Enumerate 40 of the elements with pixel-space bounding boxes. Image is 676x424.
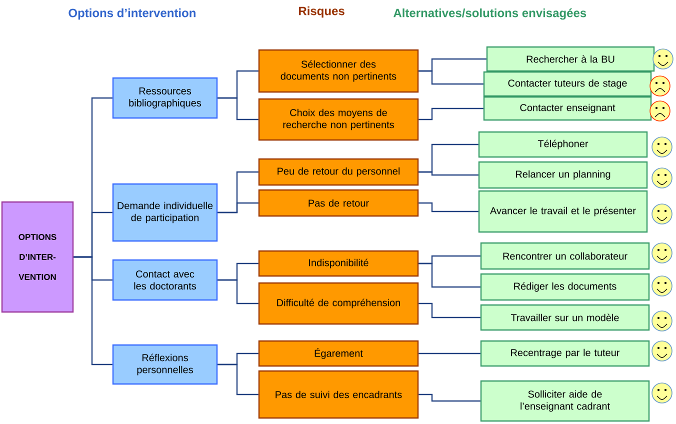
- risk-box: Difficulté de compréhension: [258, 282, 419, 325]
- connector-line: [218, 202, 258, 214]
- risk-box: Peu de retour du personnel: [258, 158, 419, 186]
- option-box: Demande individuelle de participation: [112, 183, 218, 242]
- risk-box: Égarement: [258, 340, 419, 367]
- solution-box: Téléphoner: [478, 131, 648, 158]
- column-heading: Options d’intervention: [68, 8, 196, 20]
- option-box: Réflexions personnelles: [112, 344, 218, 385]
- solution-box: Relancer un planning: [478, 161, 648, 189]
- connector-line: [218, 364, 258, 396]
- solution-box: Rédiger les documents: [480, 273, 650, 301]
- connector-line: [418, 352, 480, 354]
- risk-box: Pas de suivi des encadrants: [258, 370, 419, 419]
- solution-box: Rencontrer un collaborateur: [480, 242, 650, 270]
- connector-line: [418, 262, 480, 288]
- connector-line: [418, 70, 484, 85]
- root-box: OPTIONS D’INTER- VENTION: [1, 201, 74, 313]
- risk-box: Indisponibilité: [258, 250, 419, 277]
- connector-line: [418, 302, 480, 318]
- solution-box: Recentrage par le tuteur: [480, 340, 650, 367]
- risk-box: Choix des moyens de recherche non pertinents: [258, 98, 419, 141]
- solution-box: Rechercher à la BU: [486, 46, 655, 72]
- solution-box: Travailler sur un modèle: [480, 304, 650, 331]
- solution-box: Solliciter aide de l’enseignant cadrant: [480, 380, 650, 422]
- connector-line: [418, 171, 478, 176]
- option-box: Contact avec les doctorants: [112, 259, 218, 301]
- solution-box: Contacter tuteurs de stage: [483, 71, 652, 97]
- solution-box: Contacter enseignant: [483, 96, 652, 121]
- connector-line: [74, 256, 112, 366]
- solution-box: Avancer le travail et le présenter: [478, 190, 648, 233]
- column-heading: Risques: [299, 6, 344, 18]
- connector-line: [418, 394, 480, 402]
- option-box: Ressources bibliographiques: [112, 77, 218, 119]
- connector-line: [418, 202, 478, 212]
- column-heading: Alternatives/solutions envisagées: [394, 8, 586, 20]
- connector-line: [418, 108, 484, 120]
- risk-box: Pas de retour: [258, 189, 419, 217]
- connector-line: [218, 279, 258, 304]
- risk-box: Sélectionner des documents non pertinents: [258, 49, 419, 93]
- connector-line: [218, 97, 258, 120]
